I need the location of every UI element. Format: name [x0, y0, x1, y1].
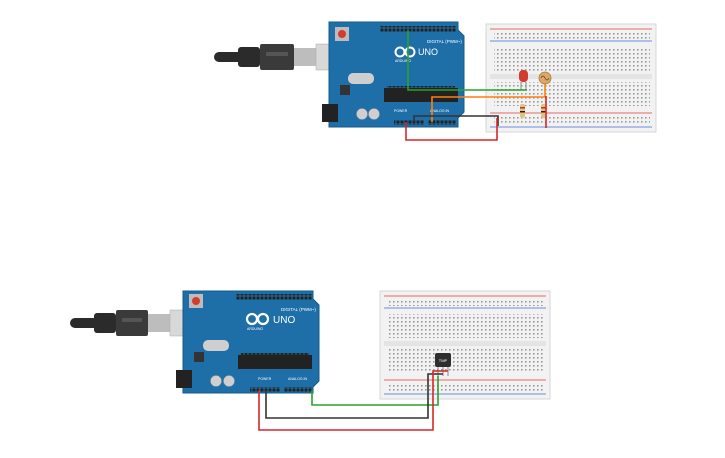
crystal [203, 340, 229, 351]
resistor[interactable] [541, 104, 546, 118]
green-wire[interactable] [407, 30, 527, 91]
brand-label: ARDUINO [395, 59, 411, 63]
resistor[interactable] [520, 104, 525, 118]
red-wire[interactable] [258, 370, 448, 431]
capacitor [210, 375, 222, 387]
power-jack[interactable] [322, 104, 338, 122]
arduino-logo [245, 312, 270, 326]
capacitor [223, 375, 235, 387]
power-header[interactable] [394, 120, 424, 125]
circuit-tmp-sensor: DIGITAL (PWM~) UNO ARDUINO POWER ANALOG … [70, 290, 551, 431]
analog-label: ANALOG IN [430, 109, 450, 113]
power-jack[interactable] [176, 370, 192, 388]
digital-header[interactable] [380, 26, 456, 32]
brand-label: ARDUINO [247, 327, 263, 331]
usb-cable[interactable] [70, 309, 193, 337]
digital-label: DIGITAL (PWM~) [281, 307, 316, 312]
analog-header[interactable] [284, 387, 312, 392]
arduino-logo [394, 46, 416, 58]
power-rail-top[interactable] [494, 32, 650, 39]
terminal-strip-bottom[interactable] [388, 349, 544, 373]
power-rail-bottom[interactable] [494, 116, 650, 124]
sensor-label: TMP [439, 358, 448, 363]
power-rail-bottom[interactable] [388, 383, 544, 391]
black-wire[interactable] [413, 115, 499, 126]
uno-label: UNO [273, 315, 295, 326]
analog-label: ANALOG IN [288, 377, 308, 381]
center-channel [384, 341, 546, 346]
terminal-strip-top[interactable] [388, 314, 544, 338]
orange-wire[interactable] [431, 83, 546, 122]
power-header[interactable] [250, 387, 280, 392]
power-label: POWER [258, 377, 272, 381]
crystal [348, 73, 374, 84]
breadboard[interactable] [485, 23, 657, 133]
usb-cable[interactable] [214, 43, 339, 71]
voltage-regulator [194, 352, 204, 362]
arduino-uno-board[interactable]: DIGITAL (PWM~) UNO ARDUINO POWER ANALOG … [322, 21, 465, 128]
breadboard[interactable] [379, 290, 551, 400]
arduino-uno-board[interactable]: DIGITAL (PWM~) UNO ARDUINO POWER ANALOG … [176, 290, 320, 394]
voltage-regulator [340, 85, 350, 95]
terminal-strip-top[interactable] [494, 47, 650, 71]
analog-header[interactable] [428, 120, 456, 125]
microcontroller-chip [238, 355, 312, 369]
capacitor [368, 108, 380, 120]
power-label: POWER [394, 109, 408, 113]
red-led[interactable] [519, 70, 528, 90]
uno-label: UNO [418, 47, 438, 57]
digital-header[interactable] [236, 294, 312, 300]
terminal-strip-bottom[interactable] [494, 82, 650, 106]
microcontroller-chip [384, 88, 458, 102]
capacitor [356, 108, 368, 120]
photoresistor[interactable] [538, 71, 552, 85]
power-rail-top[interactable] [388, 299, 544, 306]
digital-label: DIGITAL (PWM~) [427, 39, 462, 44]
green-wire[interactable] [311, 376, 439, 406]
red-wire[interactable] [405, 118, 498, 141]
center-channel [490, 74, 652, 79]
circuit-ldr-led: DIGITAL (PWM~) UNO ARDUINO POWER ANALOG … [214, 21, 657, 141]
